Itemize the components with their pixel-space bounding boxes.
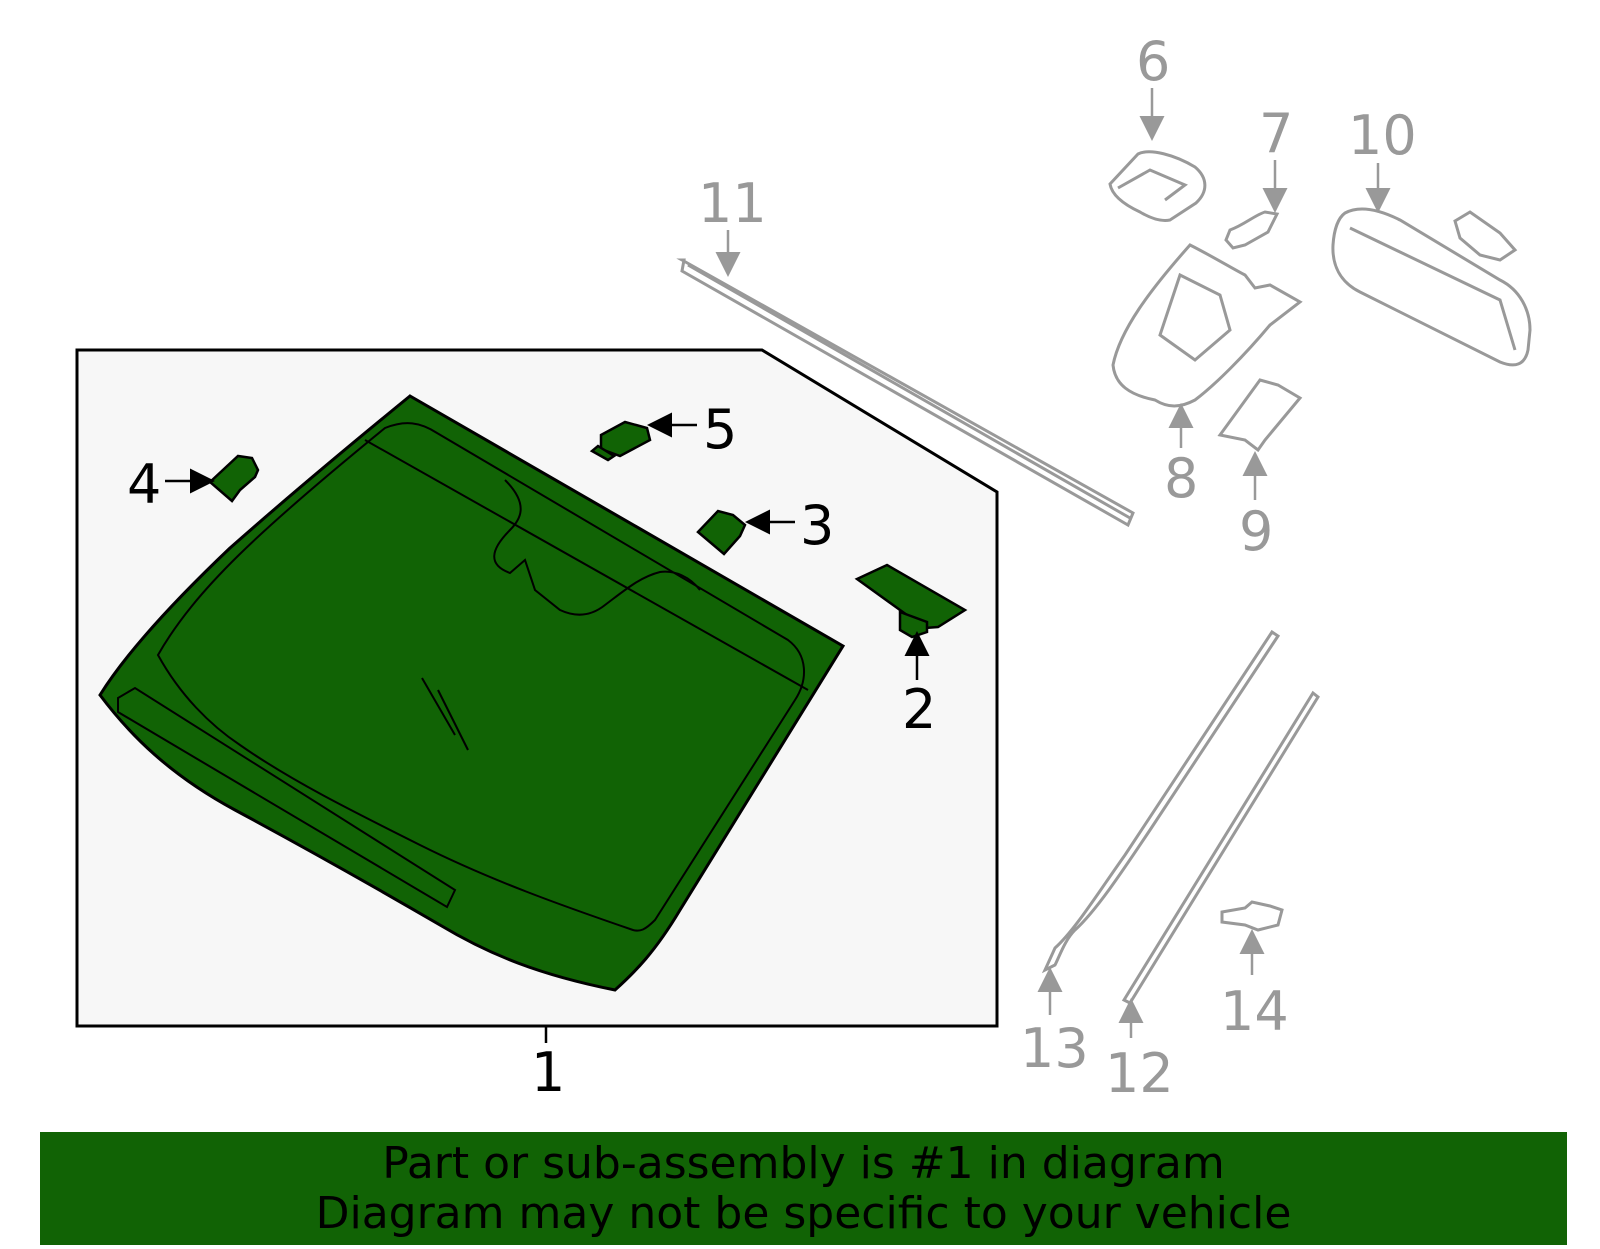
fastener-part-14 [1220,900,1284,932]
mirror-part-10 [1331,207,1532,367]
weatherstrip-part-12 [1121,690,1320,1005]
callout-7: 7 [1259,102,1293,165]
callout-12: 12 [1105,1042,1174,1105]
callout-8: 8 [1164,447,1198,510]
callout-10: 10 [1348,104,1417,167]
windshield-part[interactable] [98,394,846,992]
pillar-trim-part-13 [1041,629,1281,974]
sensor-bracket-part[interactable] [854,563,968,639]
disclaimer-line-1: Part or sub-assembly is #1 in diagram [382,1137,1225,1189]
disclaimer-line-2: Diagram may not be specific to your vehi… [315,1187,1292,1239]
callout-3: 3 [800,494,834,557]
callout-11: 11 [698,172,767,235]
clip-part-4[interactable] [208,454,260,503]
clip-part-5[interactable] [589,420,652,462]
callout-13: 13 [1020,1017,1089,1080]
leader-arrows [165,88,1391,1043]
callout-5: 5 [703,398,737,461]
callout-6: 6 [1136,30,1170,93]
callout-4: 4 [127,453,161,516]
disclaimer-banner: Part or sub-assembly is #1 in diagram Di… [40,1132,1567,1245]
bracket-part-9 [1217,378,1303,453]
callout-2: 2 [902,678,936,741]
molding-part-11 [676,258,1135,528]
sensor-cover-part-6 [1108,150,1207,222]
callout-1: 1 [531,1041,565,1104]
clip-part-7 [1224,210,1280,250]
callout-14: 14 [1220,980,1289,1043]
callout-9: 9 [1239,500,1273,563]
